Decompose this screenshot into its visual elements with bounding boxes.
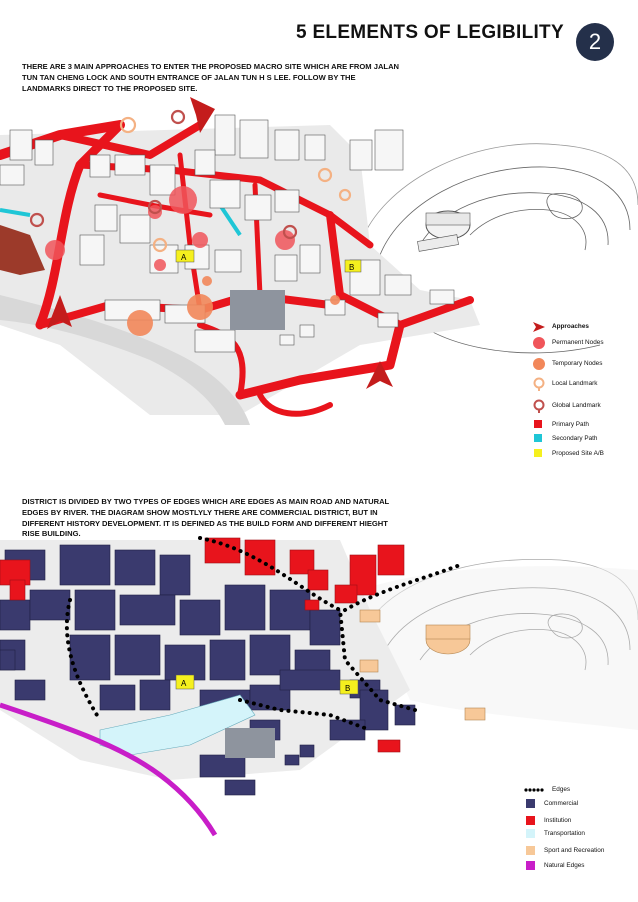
district-block: [0, 225, 45, 275]
dots-icon: [524, 788, 544, 792]
bus-terminal: [225, 728, 275, 758]
river: [0, 295, 250, 425]
natural-edge: [0, 702, 218, 837]
approach-arrows: [47, 97, 393, 389]
district-edges: [64, 536, 462, 732]
hill-ground: [360, 566, 638, 730]
pin-icon: [533, 399, 545, 413]
local-landmarks: [119, 116, 352, 253]
approaches-description: THERE ARE 3 MAIN APPROACHES TO ENTER THE…: [22, 62, 400, 93]
stadium: [417, 210, 471, 252]
legend-approaches: Approaches Permanent Nodes Temporary Nod…: [532, 320, 632, 470]
bus-terminal: [230, 290, 285, 330]
square-icon: [534, 420, 542, 428]
temporary-nodes: [127, 276, 340, 336]
site-a-label: A: [181, 253, 187, 262]
page-title: 5 ELEMENTS OF LEGIBILITY: [296, 22, 564, 43]
transportation-area: [99, 694, 256, 756]
square-icon: [534, 449, 542, 457]
sport-recreation: [359, 609, 486, 721]
site-b-label: B: [349, 263, 354, 272]
pin-icon: [533, 377, 545, 391]
permanent-nodes: [45, 186, 295, 271]
legibility-map-approaches: A B: [0, 97, 638, 425]
circle-icon: [533, 358, 545, 370]
commercial-buildings: [0, 544, 416, 796]
proposed-sites: A B: [175, 249, 362, 273]
square-icon: [526, 846, 535, 855]
circle-icon: [533, 337, 545, 349]
edges-description: DISTRICT IS DIVIDED BY TWO TYPES OF EDGE…: [22, 497, 390, 539]
square-icon: [526, 861, 535, 870]
site-b-label: B: [345, 684, 350, 693]
proposed-sites: A B: [175, 674, 359, 695]
square-icon: [526, 829, 535, 838]
global-landmarks: [29, 109, 298, 240]
institution-buildings: [0, 537, 405, 753]
arrow-icon: [533, 322, 545, 332]
page-number-badge: 2: [576, 23, 614, 61]
square-icon: [526, 816, 535, 825]
square-icon: [526, 799, 535, 808]
legend-districts: Edges Commercial Institution Transportat…: [524, 783, 634, 873]
legibility-map-districts: A B: [0, 536, 638, 837]
secondary-paths: [0, 203, 242, 237]
site-a-label: A: [181, 679, 187, 688]
square-icon: [534, 434, 542, 442]
